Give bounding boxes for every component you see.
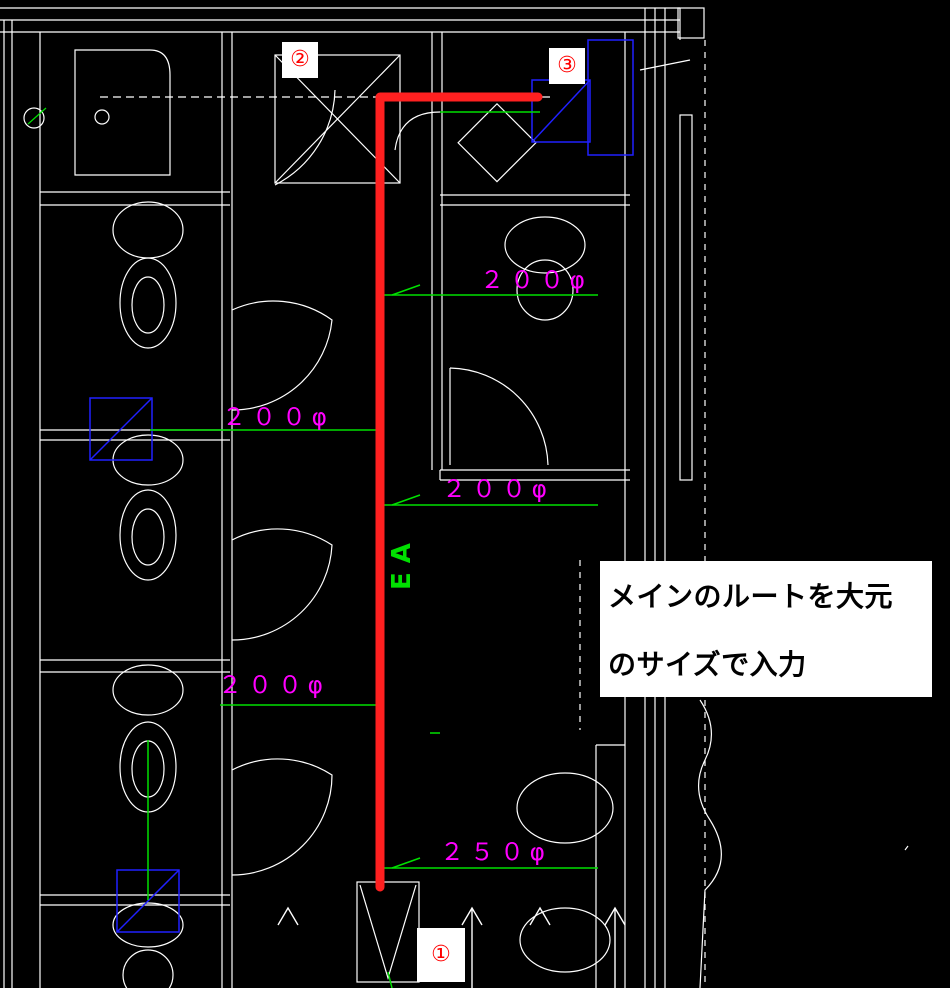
dimension-label: ２００φ <box>222 403 332 431</box>
dimension-label: ２００φ <box>218 671 328 699</box>
duct-label: E A <box>387 543 417 590</box>
main-duct-route <box>375 92 543 892</box>
partitions <box>40 32 630 988</box>
branch-ducts <box>147 111 598 988</box>
dimension-label: ２００φ <box>442 475 552 503</box>
walls <box>0 7 706 988</box>
up-arrow-icon <box>277 906 626 988</box>
door-swings <box>231 300 549 876</box>
marker-2: ② <box>282 42 318 78</box>
annotation-line-1: メインのルートを大元 <box>608 580 894 613</box>
marker-3: ③ <box>549 48 585 84</box>
dimension-label: ２５０φ <box>440 838 550 866</box>
marker-1: ① <box>417 928 465 982</box>
dimension-label: ２００φ <box>480 266 590 294</box>
exterior-line <box>697 699 722 988</box>
annotation-line-2: のサイズで入力 <box>608 648 807 681</box>
annotation-callout: メインのルートを大元 のサイズで入力 <box>600 561 932 697</box>
